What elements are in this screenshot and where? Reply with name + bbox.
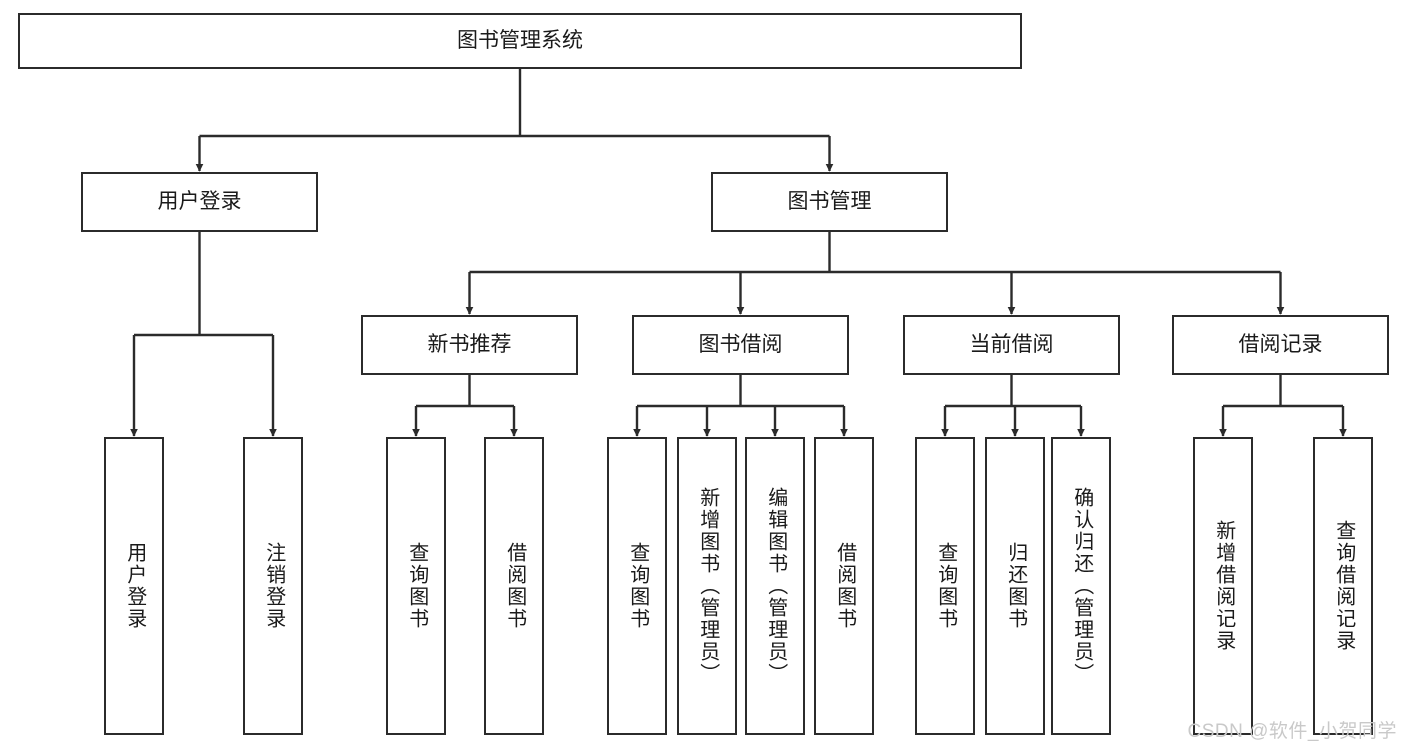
node-l3[interactable]: 查询图书 xyxy=(386,437,446,735)
node-l10[interactable]: 归还图书 xyxy=(985,437,1045,735)
node-label: 借阅记录 xyxy=(1238,332,1323,356)
node-label: 用户登录 xyxy=(123,542,146,630)
node-label: 借阅图书 xyxy=(833,542,856,630)
node-label: 图书借阅 xyxy=(698,332,783,356)
node-label: 查询图书 xyxy=(626,542,649,630)
node-label: 新书推荐 xyxy=(427,332,512,356)
node-l9[interactable]: 查询图书 xyxy=(915,437,975,735)
node-label: 查询图书 xyxy=(405,542,428,630)
node-label: 图书管理系统 xyxy=(457,28,583,52)
node-borrow[interactable]: 图书借阅 xyxy=(632,315,849,375)
node-l1[interactable]: 用户登录 xyxy=(104,437,164,735)
node-label: 注销登录 xyxy=(262,542,285,630)
node-label: 用户登录 xyxy=(157,189,242,213)
node-label: 图书管理 xyxy=(787,189,872,213)
node-label: 借阅图书 xyxy=(503,542,526,630)
node-label: 当前借阅 xyxy=(969,332,1054,356)
node-label: 确认归还（管理员） xyxy=(1070,487,1093,685)
node-l12[interactable]: 新增借阅记录 xyxy=(1193,437,1253,735)
node-l5[interactable]: 查询图书 xyxy=(607,437,667,735)
node-newbook[interactable]: 新书推荐 xyxy=(361,315,578,375)
node-label: 新增借阅记录 xyxy=(1212,520,1235,652)
node-l2[interactable]: 注销登录 xyxy=(243,437,303,735)
node-l7[interactable]: 编辑图书（管理员） xyxy=(745,437,805,735)
node-label: 查询图书 xyxy=(934,542,957,630)
node-label: 归还图书 xyxy=(1004,542,1027,630)
node-root[interactable]: 图书管理系统 xyxy=(18,13,1022,69)
node-l4[interactable]: 借阅图书 xyxy=(484,437,544,735)
node-l13[interactable]: 查询借阅记录 xyxy=(1313,437,1373,735)
node-l11[interactable]: 确认归还（管理员） xyxy=(1051,437,1111,735)
node-l6[interactable]: 新增图书（管理员） xyxy=(677,437,737,735)
node-label: 编辑图书（管理员） xyxy=(764,487,787,685)
node-record[interactable]: 借阅记录 xyxy=(1172,315,1389,375)
node-current[interactable]: 当前借阅 xyxy=(903,315,1120,375)
node-bookmgmt[interactable]: 图书管理 xyxy=(711,172,948,232)
watermark-text: CSDN @软件_小贺同学 xyxy=(1187,721,1397,742)
node-login[interactable]: 用户登录 xyxy=(81,172,318,232)
node-label: 查询借阅记录 xyxy=(1332,520,1355,652)
node-label: 新增图书（管理员） xyxy=(696,487,719,685)
node-l8[interactable]: 借阅图书 xyxy=(814,437,874,735)
